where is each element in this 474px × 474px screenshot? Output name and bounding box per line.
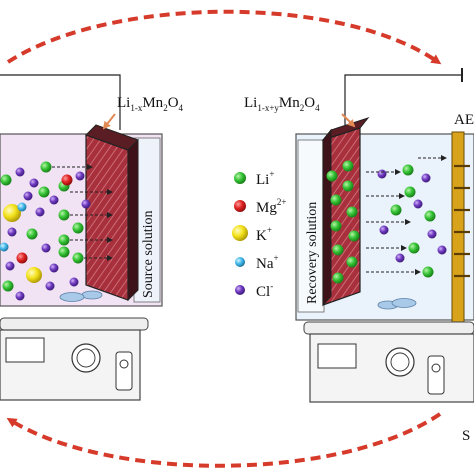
membrane-label: AE xyxy=(454,112,474,128)
ion-li xyxy=(332,272,344,284)
ion-li xyxy=(330,194,342,206)
ion-li xyxy=(58,234,70,246)
ion-li xyxy=(0,174,12,186)
ion-cl xyxy=(75,171,85,181)
corner-letter: S xyxy=(462,428,470,444)
ion-mg xyxy=(16,252,28,264)
ion-cl xyxy=(437,245,447,255)
ion-li xyxy=(330,220,342,232)
ion-li xyxy=(402,164,414,176)
left-wire xyxy=(0,74,121,130)
ion-li xyxy=(26,228,38,240)
ion-legend: Li+ Mg2+ K+ Na+ Cl- xyxy=(232,169,286,300)
magnetic-stirrer-icon xyxy=(0,317,149,401)
ion-cl xyxy=(23,191,33,201)
left-electrode-face xyxy=(85,134,129,301)
legend-k-icon xyxy=(232,225,248,241)
stir-bar-icon xyxy=(81,290,103,300)
ion-na xyxy=(0,242,9,252)
ion-cl xyxy=(395,253,405,263)
ion-na xyxy=(17,202,27,212)
recovery-solution-label: Recovery solution xyxy=(305,202,320,304)
ion-li xyxy=(342,180,354,192)
legend-li-icon xyxy=(234,172,246,184)
ion-cl xyxy=(15,167,25,177)
ion-li xyxy=(58,246,70,258)
ion-cl xyxy=(49,195,59,205)
right-electrode-label: Li1-x+yMn2O4 xyxy=(244,95,320,113)
recovery-solution-panel xyxy=(297,139,325,313)
ion-li xyxy=(72,222,84,234)
right-label-pointer xyxy=(341,113,356,128)
right-wire xyxy=(344,74,462,125)
ion-cl xyxy=(45,281,55,291)
knob-icon xyxy=(385,347,415,377)
ion-cl xyxy=(377,169,387,179)
membrane-stripes xyxy=(454,164,470,278)
ion-cl xyxy=(413,199,423,209)
left-migration-arrows xyxy=(52,164,113,261)
ion-li xyxy=(40,161,52,173)
legend-na-icon xyxy=(235,257,245,267)
stir-bar-icon xyxy=(391,298,417,308)
legend-na-label: Na+ xyxy=(256,253,279,272)
ion-cl xyxy=(379,225,389,235)
ion-li xyxy=(38,186,50,198)
magnetic-stirrer-icon xyxy=(303,321,474,403)
ion-cl xyxy=(427,229,437,239)
left-label-pointer xyxy=(102,113,116,130)
right-cell xyxy=(295,117,474,323)
ion-li xyxy=(390,204,402,216)
ion-cl xyxy=(41,243,51,253)
left-electrode-side xyxy=(127,138,139,302)
ion-li xyxy=(348,230,360,242)
ion-cl xyxy=(421,173,431,183)
ion-cl xyxy=(35,207,45,217)
ion-li xyxy=(424,210,436,222)
ion-cl xyxy=(5,261,15,271)
left-ions xyxy=(0,161,91,301)
top-cycle-arrow xyxy=(6,9,442,65)
left-electrode-label: Li1-xMn2O4 xyxy=(117,95,184,113)
legend-mg-label: Mg2+ xyxy=(256,197,286,216)
legend-li-label: Li+ xyxy=(256,169,274,188)
legend-cl-icon xyxy=(235,285,245,295)
ion-li xyxy=(58,209,70,221)
ion-cl xyxy=(7,227,17,237)
ion-mg xyxy=(61,174,73,186)
ion-cl xyxy=(29,178,39,188)
right-electrode-side xyxy=(322,128,332,307)
legend-cl-label: Cl- xyxy=(256,281,273,300)
ion-li xyxy=(346,206,358,218)
left-cell xyxy=(0,124,163,307)
anion-exchange-membrane xyxy=(451,131,465,323)
ion-cl xyxy=(81,199,91,209)
ion-cl xyxy=(15,291,25,301)
ion-li xyxy=(404,186,416,198)
legend-k-label: K+ xyxy=(256,225,272,244)
knob-icon xyxy=(71,343,101,373)
right-ions xyxy=(326,160,447,284)
legend-mg-icon xyxy=(234,200,246,212)
ion-li xyxy=(422,266,434,278)
ion-li xyxy=(72,252,84,264)
ion-li xyxy=(342,160,354,172)
bottom-cycle-arrow xyxy=(6,412,442,468)
ion-cl xyxy=(69,277,79,287)
right-migration-arrows xyxy=(366,155,447,275)
ion-k xyxy=(3,204,21,222)
ion-li xyxy=(2,280,14,292)
ion-k xyxy=(26,267,42,283)
ion-cl xyxy=(49,263,59,273)
ion-li xyxy=(346,256,358,268)
ion-li xyxy=(326,170,338,182)
ion-li xyxy=(332,244,344,256)
ion-li xyxy=(408,242,420,254)
source-solution-label: Source solution xyxy=(141,211,156,299)
stir-bar-icon xyxy=(59,292,85,302)
